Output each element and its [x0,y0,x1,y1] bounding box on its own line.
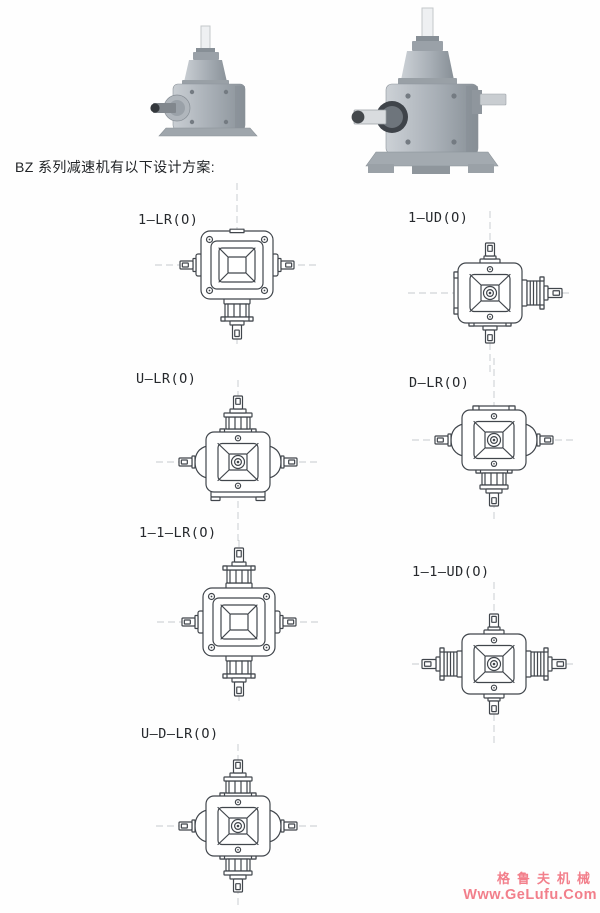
label-u-d-lr: U–D–LR(O) [141,726,219,742]
figure-drawing-1-ud [405,208,575,378]
section-heading: BZ 系列减速机有以下设计方案: [15,159,216,175]
label-d-lr: D–LR(O) [409,375,470,391]
watermark-brand-text: 格鲁夫机械 [496,871,597,886]
figure-drawing-1-1-ud [409,579,579,749]
label-1-1-lr: 1–1–LR(O) [139,525,217,541]
bevel-gearbox-photo-small [150,25,258,137]
figure-drawing-1-1-lr [154,537,324,707]
label-1-1-ud: 1–1–UD(O) [412,564,490,580]
label-1-ud: 1–UD(O) [408,210,469,226]
label-u-lr: U–LR(O) [136,371,197,387]
figure-drawing-u-lr [153,377,323,547]
watermark-url-text: Www.GeLufu.Com [463,886,597,903]
watermark: 格鲁夫机械 Www.GeLufu.Com [463,871,597,904]
figure-drawing-d-lr [409,355,579,525]
label-1-lr: 1–LR(O) [138,212,199,228]
bevel-gearbox-photo-large [351,7,507,174]
figure-drawing-1-lr [152,180,322,350]
figure-drawing-u-d-lr [153,741,323,911]
